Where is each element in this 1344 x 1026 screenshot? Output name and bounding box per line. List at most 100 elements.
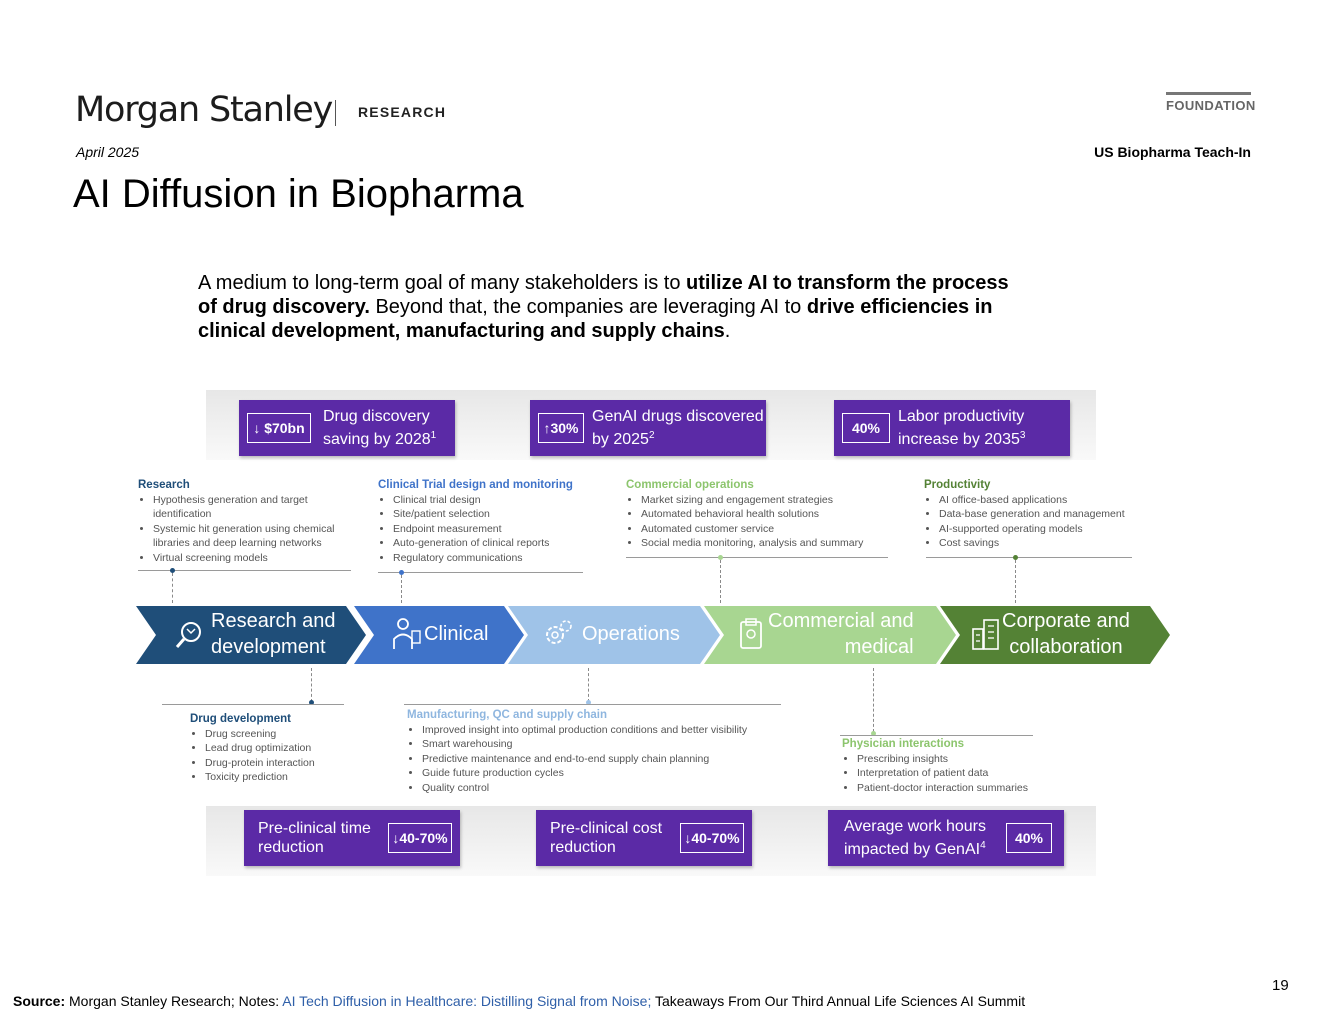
stat-badge: ↓40-70%: [680, 823, 744, 853]
clinical-trial-block: Clinical Trial design and monitoring Cli…: [378, 478, 588, 565]
list-item: Site/patient selection: [393, 507, 588, 522]
connector-dot: [718, 555, 723, 560]
report-date: April 2025: [76, 144, 140, 160]
stat-badge: ↓40-70%: [388, 823, 452, 853]
event-name: US Biopharma Teach-In: [1094, 144, 1251, 160]
stat-badge: ↑30%: [538, 413, 584, 443]
list-item: Guide future production cycles: [422, 766, 797, 781]
physician-rule: [840, 735, 1033, 736]
connector-dot: [871, 731, 876, 736]
intro-paragraph: A medium to long-term goal of many stake…: [198, 271, 1028, 343]
block-list: Drug screening Lead drug optimization Dr…: [190, 727, 390, 785]
intro-text-2: Beyond that, the companies are leveragin…: [369, 296, 807, 318]
foundation-rule: [1166, 92, 1251, 95]
connector-line: [172, 573, 173, 603]
list-item: Hypothesis generation and target identif…: [153, 493, 358, 522]
magnifier-icon: [175, 622, 201, 648]
block-list: AI office-based applications Data-base g…: [924, 493, 1154, 551]
stat-badge: 40%: [1006, 823, 1052, 853]
list-item: Social media monitoring, analysis and su…: [641, 536, 896, 551]
connector-dot: [170, 568, 175, 573]
clipboard-icon: [740, 618, 762, 649]
connector-line: [720, 560, 721, 603]
manufacturing-block: Manufacturing, QC and supply chain Impro…: [407, 708, 797, 795]
stat-badge: ↓ $70bn: [247, 413, 311, 443]
clinician-icon: [393, 618, 421, 649]
connector-line: [311, 668, 312, 702]
chevron-research-and-development: [136, 606, 366, 664]
brand-divider: [335, 100, 336, 126]
connector-line: [1015, 560, 1016, 603]
connector-dot: [399, 570, 404, 575]
list-item: Predictive maintenance and end-to-end su…: [422, 752, 797, 767]
list-item: Lead drug optimization: [205, 741, 390, 756]
block-title: Productivity: [924, 479, 991, 491]
clinical-rule: [378, 572, 583, 573]
connector-line: [588, 668, 589, 702]
buildings-icon: [972, 619, 999, 650]
list-item: Quality control: [422, 781, 797, 796]
list-item: Endpoint measurement: [393, 522, 588, 537]
intro-bold-2: drive efficiencies in clinical developme…: [198, 296, 993, 342]
source-rest: Takeaways From Our Third Annual Life Sci…: [651, 993, 1026, 1009]
source-text: Morgan Stanley Research; Notes:: [65, 993, 283, 1009]
list-item: Market sizing and engagement strategies: [641, 493, 896, 508]
block-list: Prescribing insights Interpretation of p…: [842, 752, 1062, 796]
page-number: 19: [1272, 977, 1289, 994]
list-item: Data-base generation and management: [939, 507, 1154, 522]
page-title: AI Diffusion in Biopharma: [73, 172, 524, 216]
list-item: Auto-generation of clinical reports: [393, 536, 588, 551]
research-block: Research Hypothesis generation and targe…: [138, 478, 358, 565]
connector-line: [401, 575, 402, 603]
foundation-label: FOUNDATION: [1166, 98, 1256, 113]
list-item: Clinical trial design: [393, 493, 588, 508]
brand-logo: Morgan Stanley: [75, 90, 333, 130]
block-title: Commercial operations: [626, 479, 754, 491]
drug-development-block: Drug development Drug screening Lead dru…: [190, 712, 390, 785]
productivity-block: Productivity AI office-based application…: [924, 478, 1154, 551]
list-item: Patient-doctor interaction summaries: [857, 781, 1062, 796]
intro-text-1: A medium to long-term goal of many stake…: [198, 272, 687, 294]
list-item: Cost savings: [939, 536, 1154, 551]
intro-bold-1: utilize AI to transform the process of d…: [198, 272, 1009, 318]
section-label: RESEARCH: [358, 104, 447, 120]
list-item: Automated behavioral health solutions: [641, 507, 896, 522]
block-title: Drug development: [190, 713, 291, 725]
block-title: Physician interactions: [842, 738, 965, 750]
block-title: Manufacturing, QC and supply chain: [407, 709, 607, 721]
productivity-rule: [926, 557, 1132, 558]
list-item: Interpretation of patient data: [857, 766, 1062, 781]
block-list: Hypothesis generation and target identif…: [138, 493, 358, 566]
list-item: AI-supported operating models: [939, 522, 1154, 537]
physician-interactions-block: Physician interactions Prescribing insig…: [842, 737, 1062, 795]
list-item: Toxicity prediction: [205, 770, 390, 785]
list-item: Prescribing insights: [857, 752, 1062, 767]
block-list: Clinical trial design Site/patient selec…: [378, 493, 588, 566]
block-title: Clinical Trial design and monitoring: [378, 479, 573, 491]
commercial-operations-block: Commercial operations Market sizing and …: [626, 478, 896, 551]
chevron-operations: [508, 606, 720, 664]
research-rule: [138, 570, 351, 571]
list-item: Regulatory communications: [393, 551, 588, 566]
drug-development-rule: [162, 704, 344, 705]
gears-icon: [546, 620, 572, 644]
list-item: Smart warehousing: [422, 737, 797, 752]
list-item: Drug-protein interaction: [205, 756, 390, 771]
stat-badge: 40%: [842, 413, 890, 443]
connector-dot: [309, 700, 314, 705]
intro-text-3: .: [724, 320, 731, 342]
block-title: Research: [138, 479, 190, 491]
research-link[interactable]: AI Tech Diffusion in Healthcare: Distill…: [282, 993, 652, 1009]
chevron-clinical: [354, 606, 524, 664]
